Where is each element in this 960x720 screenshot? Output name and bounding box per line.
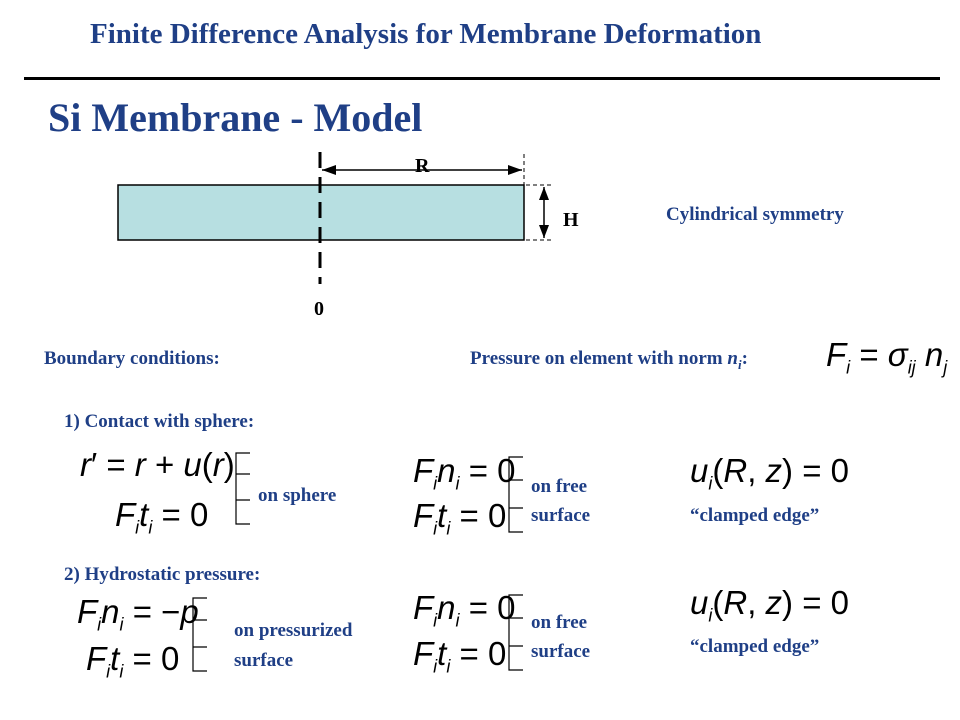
clamped-edge-label-2: “clamped edge”: [690, 636, 820, 657]
height-label: H: [563, 209, 579, 231]
height-arrowhead-top: [539, 187, 549, 200]
pressurized-bracket: [192, 597, 207, 672]
case2-label: 2) Hydrostatic pressure:: [64, 564, 261, 585]
pressurized-surface-label-line1: on pressurized: [234, 620, 353, 641]
free-surface-label-2-line1: on free: [531, 612, 588, 633]
pressure-label-n: n: [727, 348, 738, 369]
pressure-label-suffix: :: [741, 348, 748, 369]
on-sphere-label: on sphere: [258, 485, 337, 506]
traction-equation: Fi = σij nj: [826, 336, 948, 378]
cylindrical-symmetry-label: Cylindrical symmetry: [666, 204, 844, 225]
free-surface-label-1-line1: on free: [531, 476, 588, 497]
boundary-conditions-label: Boundary conditions:: [44, 348, 220, 369]
pressurized-tangent-equation: Fiti = 0: [86, 640, 180, 682]
free-surface-label-2-line2: surface: [531, 641, 591, 662]
page-title: Finite Difference Analysis for Membrane …: [90, 18, 762, 50]
free-surface-bracket-1: [508, 456, 523, 533]
free-surface-tangent-equation-2: Fiti = 0: [413, 635, 507, 677]
clamped-edge-label-1: “clamped edge”: [690, 505, 820, 526]
pressure-label: Pressure on element with norm ni:: [470, 348, 748, 373]
pressurized-surface-label-line2: surface: [234, 650, 294, 671]
radius-label: R: [415, 155, 430, 177]
section-heading: Si Membrane - Model: [48, 95, 423, 140]
free-surface-bracket-2: [508, 594, 523, 671]
pressure-label-sub: i: [737, 356, 742, 372]
axis-origin-label: 0: [314, 298, 324, 320]
clamped-edge-equation-2: ui(R, z) = 0: [690, 584, 849, 626]
free-surface-normal-equation-2: Fini = 0: [413, 589, 516, 631]
free-surface-normal-equation-1: Fini = 0: [413, 452, 516, 494]
radius-arrowhead-left: [322, 165, 336, 175]
contact-equation-displacement: r′ = r + u(r): [80, 446, 235, 483]
case1-label: 1) Contact with sphere:: [64, 411, 255, 432]
pressurized-normal-equation: Fini = −p: [77, 593, 199, 635]
title-divider: [24, 77, 940, 80]
radius-arrowhead-right: [508, 165, 522, 175]
height-arrowhead-bottom: [539, 225, 549, 238]
free-surface-label-1-line2: surface: [531, 505, 591, 526]
free-surface-tangent-equation-1: Fiti = 0: [413, 497, 507, 539]
contact-bracket: [235, 452, 250, 525]
clamped-edge-equation-1: ui(R, z) = 0: [690, 452, 849, 494]
pressure-label-prefix: Pressure on element with norm: [470, 348, 728, 369]
contact-equation-tangent: Fiti = 0: [115, 496, 209, 538]
